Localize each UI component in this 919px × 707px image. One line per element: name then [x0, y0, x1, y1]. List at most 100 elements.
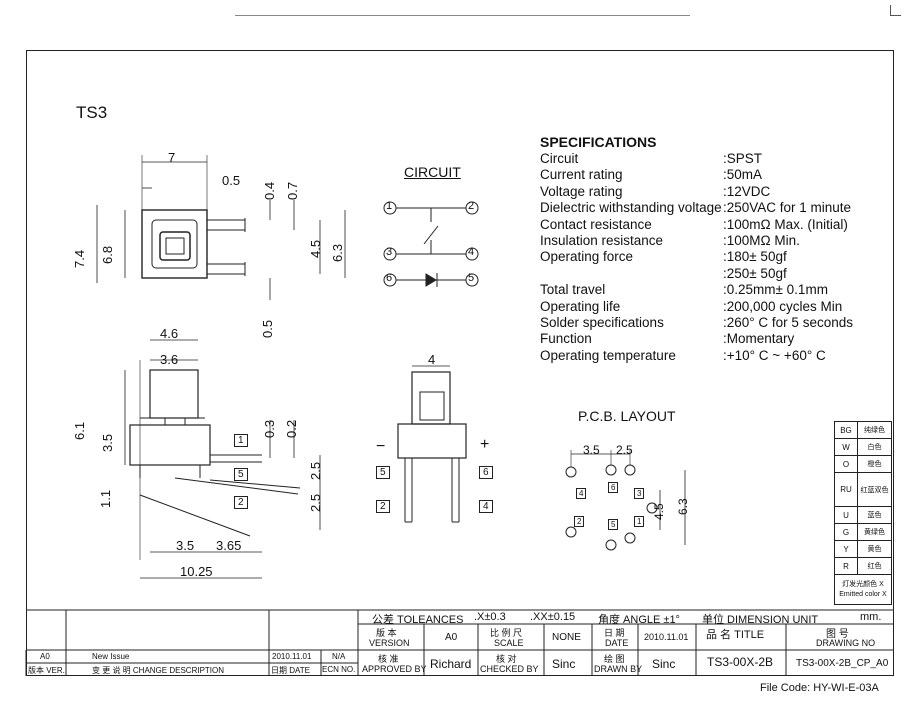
front-pin-6: 6: [479, 466, 493, 479]
rev-description: New Issue: [92, 652, 130, 661]
front-pin-2: 2: [376, 500, 390, 513]
spec-row: Operating temperature :+10° C ~ +60° C: [540, 347, 826, 364]
scale-value: NONE: [552, 632, 581, 643]
checked-cn: 核 对: [496, 654, 517, 664]
spec-row: Solder specifications :260° C for 5 secon…: [540, 315, 853, 331]
pcb-pin-4: 4: [576, 488, 587, 499]
approved-en: APPROVED BY: [362, 664, 427, 674]
circuit-title: CIRCUIT: [404, 164, 461, 180]
dim-side-35b: 3.5: [176, 538, 195, 553]
date-cn: 日 期: [604, 628, 625, 638]
spec-value: :Momentary: [723, 331, 795, 347]
scale-cn: 比 例 尺: [490, 628, 523, 638]
dim-front-4: 4: [428, 352, 436, 367]
date-value: 2010.11.01: [644, 632, 689, 642]
dim-side-36: 3.6: [160, 352, 179, 367]
dim-top-width: 7: [168, 150, 176, 165]
circuit-pin-3: 3: [386, 246, 393, 258]
spec-label: Current rating: [540, 167, 623, 183]
spec-row: Insulation resistance:100MΩ Min.: [540, 233, 800, 249]
date-en: DATE: [605, 638, 629, 648]
circuit-pin-4: 4: [468, 246, 475, 258]
pcb-title: P.C.B. LAYOUT: [578, 408, 676, 424]
unit-label: 单位 DIMENSION UNIT: [702, 614, 819, 626]
spec-label: Voltage rating: [540, 183, 623, 199]
spec-row: Total travel :0.25mm± 0.1mm: [540, 282, 828, 298]
col-date: 日期 DATE: [271, 666, 310, 675]
drawing-frame: [26, 50, 894, 676]
dim-side-46: 4.6: [160, 326, 179, 341]
drawing-no-en: DRAWING NO: [816, 638, 876, 648]
version-cn: 版 本: [376, 628, 397, 638]
dim-side-1025: 10.25: [180, 564, 213, 579]
circuit-pin-1: 1: [386, 200, 393, 212]
approved-cn: 核 准: [378, 654, 399, 664]
front-view: [397, 365, 467, 523]
pcb-pin-3: 3: [634, 488, 645, 499]
spec-value: :SPST: [723, 151, 763, 166]
spec-label: Operating force: [540, 249, 634, 265]
legend-color-name: 黄色: [857, 540, 892, 558]
spec-row: Circuit :SPST: [540, 151, 762, 167]
angle-tolerance: 角度 ANGLE ±1°: [598, 614, 680, 626]
spec-value: :+10° C ~ +60° C: [723, 347, 826, 363]
spec-value: :260° C for 5 seconds: [723, 315, 853, 330]
file-code: File Code: HY-WI-E-03A: [760, 682, 879, 694]
pcb-pin-1: 1: [634, 516, 645, 527]
checked-en: CHECKED BY: [480, 664, 539, 674]
specifications-heading: SPECIFICATIONS: [540, 134, 657, 150]
front-pin-4: 4: [479, 500, 493, 513]
legend-color-name: 红蓝双色: [857, 472, 892, 507]
legend-footer-cn: 灯发光颜色 X: [842, 580, 884, 588]
spec-value: :0.25mm± 0.1mm: [723, 282, 828, 298]
scale-en: SCALE: [494, 638, 524, 648]
spec-label: Total travel: [540, 282, 606, 298]
dim-side-365: 3.65: [216, 538, 242, 553]
front-plus: +: [480, 436, 490, 453]
side-pin-5: 5: [234, 468, 248, 481]
tolerance-label: 公差 TOLEANCES: [372, 614, 464, 626]
pcb-layout: [565, 450, 686, 551]
circuit-pin-5: 5: [468, 272, 475, 284]
spec-row: Current rating :50mA: [540, 167, 762, 183]
dim-pcb-35: 3.5: [583, 443, 600, 457]
spec-label: Circuit: [540, 151, 579, 166]
spec-row: Dielectric withstanding voltage:250VAC f…: [540, 200, 851, 216]
front-minus: −: [376, 438, 386, 455]
pcb-pin-2: 2: [574, 516, 585, 527]
title-label: 品 名 TITLE: [706, 629, 765, 641]
side-view: [124, 339, 321, 579]
rev-ecn: N/A: [332, 652, 346, 661]
drawing-title: TS3: [76, 103, 108, 122]
spec-label: Operating life: [540, 298, 621, 314]
spec-row: Voltage rating:12VDC: [540, 183, 770, 200]
spec-label: Solder specifications: [540, 315, 664, 330]
legend-footer-en: Emitted color X: [839, 590, 887, 598]
top-cut-line-left: [235, 15, 690, 16]
spec-label: Dielectric withstanding voltage: [540, 200, 722, 216]
spec-label: Function: [540, 331, 592, 347]
dim-top-05: 0.5: [222, 173, 241, 188]
circuit-pin-6: 6: [386, 272, 393, 284]
spec-value: :50mA: [723, 167, 763, 183]
spec-label: Operating temperature: [540, 347, 676, 363]
spec-value: :250VAC for 1 minute: [723, 200, 852, 216]
drawn-cn: 绘 图: [604, 654, 625, 664]
side-pin-2: 2: [234, 496, 248, 509]
spec-row: Contact resistance:100mΩ Max. (Initial): [540, 217, 848, 233]
spec-row: Operating force:180± 50gf: [540, 249, 787, 265]
side-pin-1: 1: [234, 434, 248, 447]
corner-mark: [890, 5, 901, 16]
pcb-pin-5: 5: [608, 519, 619, 530]
circuit-diagram: [383, 201, 479, 287]
col-ecn: ECN NO.: [322, 665, 356, 674]
